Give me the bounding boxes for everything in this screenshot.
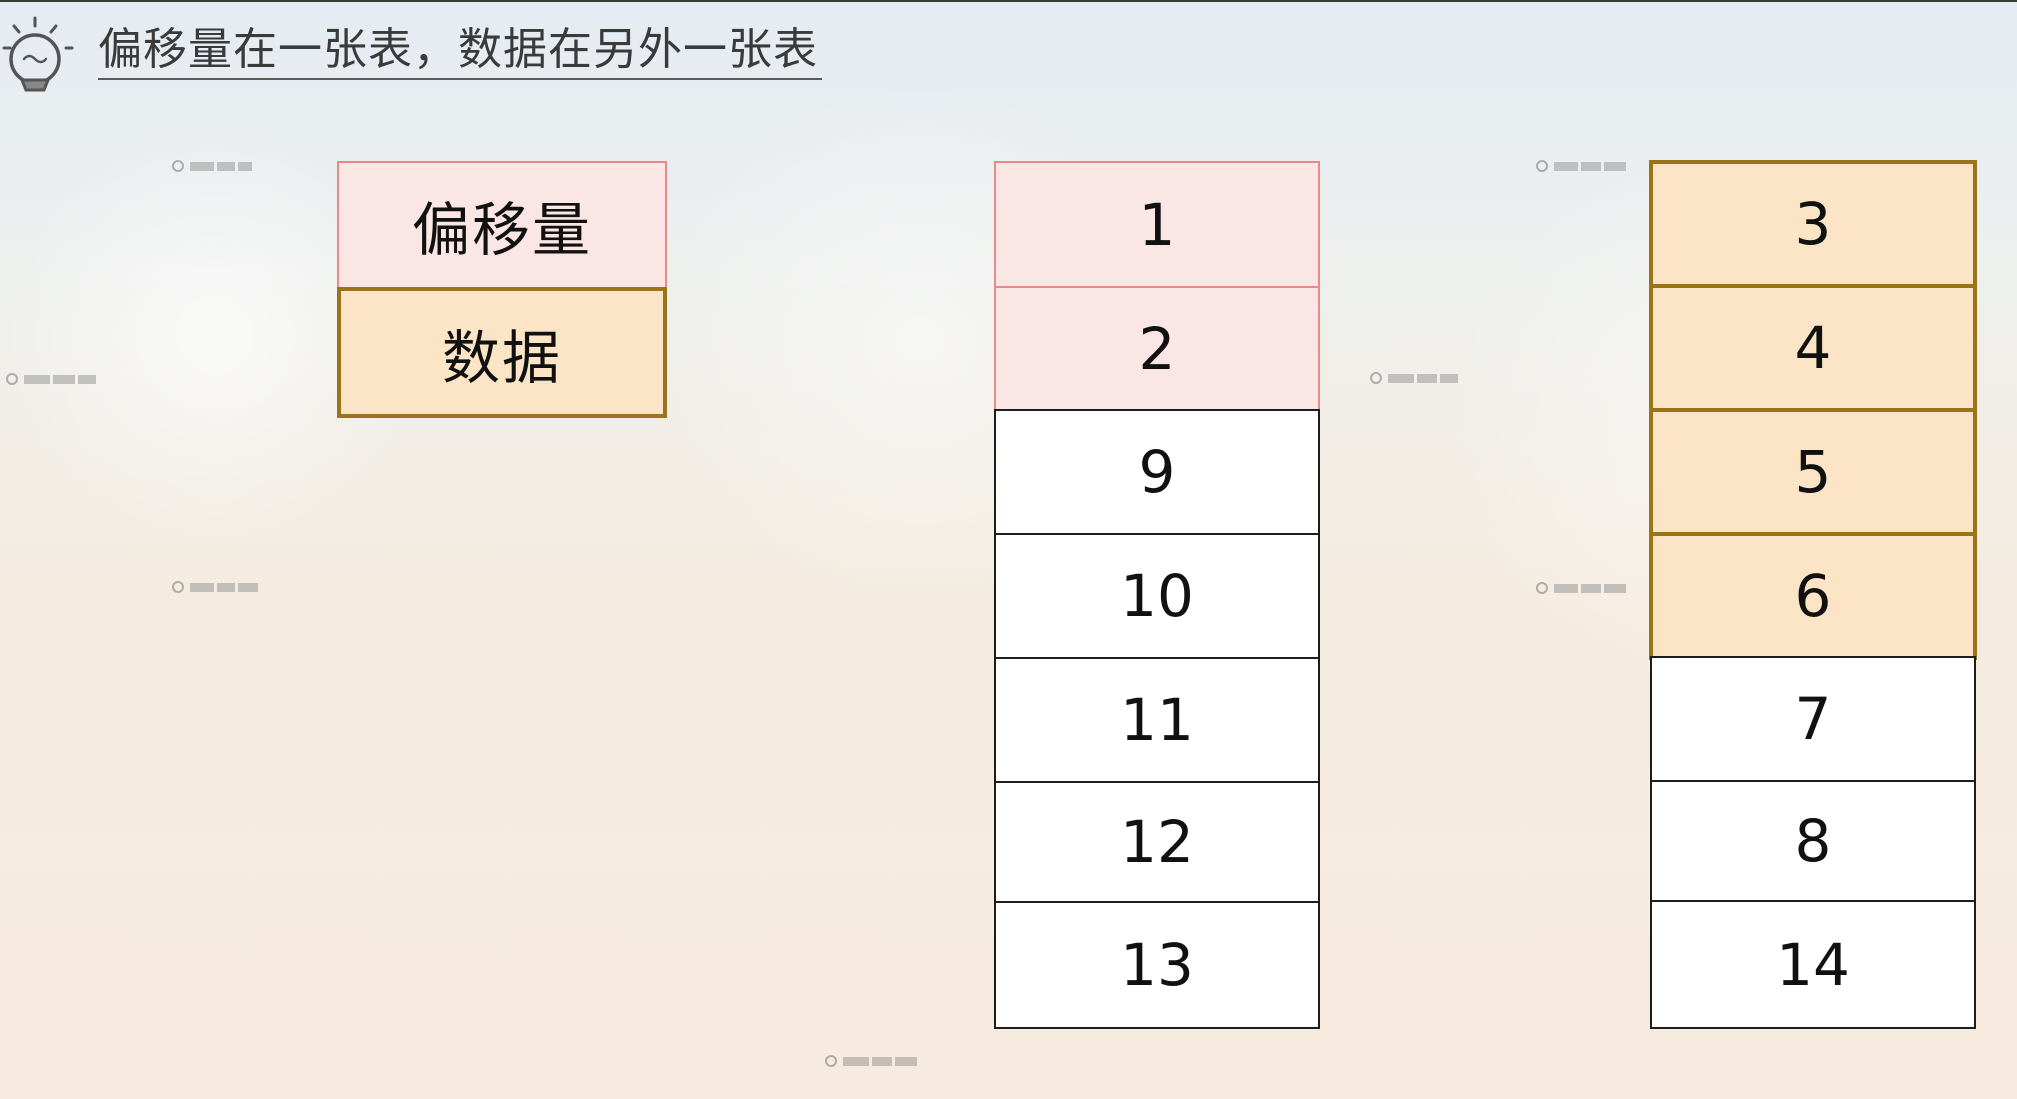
legend-data-box: 数据 — [337, 287, 667, 418]
table-cell: 14 — [1650, 900, 1976, 1029]
table-cell: 8 — [1650, 780, 1976, 902]
legend-offset-box: 偏移量 — [337, 161, 667, 289]
faint-note-mark — [172, 160, 252, 172]
table-cell: 9 — [994, 409, 1320, 535]
table-cell: 1 — [994, 161, 1320, 288]
table-cell: 2 — [994, 286, 1320, 411]
table-cell: 13 — [994, 901, 1320, 1029]
faint-note-mark — [1536, 160, 1626, 172]
table-cell: 11 — [994, 657, 1320, 783]
faint-note-mark — [1536, 582, 1626, 594]
faint-note-mark — [6, 373, 96, 385]
table-cell: 7 — [1650, 656, 1976, 782]
page-title: 偏移量在一张表，数据在另外一张表 — [98, 22, 822, 80]
table-cell: 3 — [1649, 160, 1977, 288]
table-cell: 5 — [1649, 408, 1977, 536]
table-cell: 4 — [1649, 284, 1977, 412]
table-cell: 12 — [994, 781, 1320, 903]
lightbulb-icon — [2, 16, 74, 92]
faint-note-mark — [825, 1055, 917, 1067]
faint-note-mark — [172, 581, 258, 593]
top-border-line — [0, 0, 2017, 2]
table-cell: 10 — [994, 533, 1320, 659]
table-cell: 6 — [1649, 532, 1977, 660]
faint-note-mark — [1370, 372, 1458, 384]
